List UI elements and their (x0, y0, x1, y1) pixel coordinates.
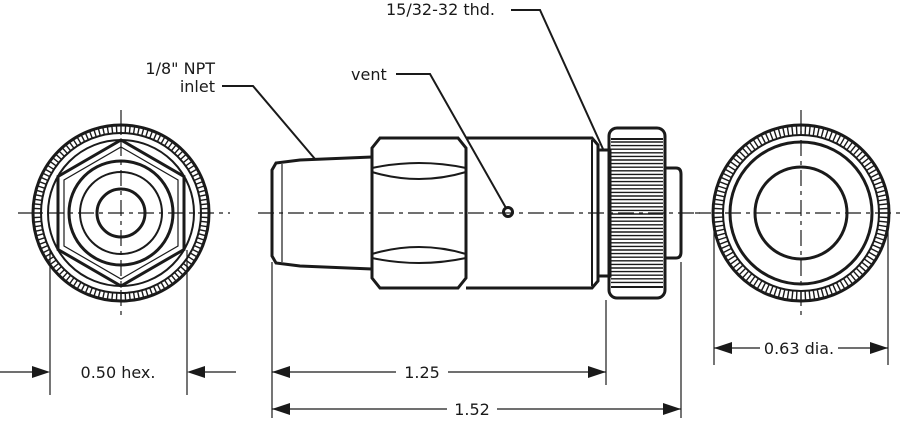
callouts: 1/8" NPT inlet vent 15/32-32 thd. (145, 0, 604, 209)
total-length-arrow-left (272, 403, 290, 415)
body-length-label: 1.25 (404, 363, 440, 382)
hex-flat-lower (371, 246, 467, 255)
right-end-view: 0.63 dia. (695, 110, 900, 365)
vent-callout: vent (351, 65, 387, 84)
left-end-view: 0.50 hex. (0, 110, 236, 395)
hex-flat-upper (371, 171, 467, 180)
thread-leader (511, 9, 604, 150)
hex-flat-bottom (371, 257, 467, 264)
vent-leader (396, 73, 507, 209)
dia-dimension-label: 0.63 dia. (764, 339, 834, 358)
total-length-label: 1.52 (454, 400, 490, 419)
inlet-leader (222, 85, 316, 160)
hex-inner-outline (63, 146, 179, 280)
knurled-nut-grooves (611, 141, 663, 284)
total-length-arrow-right (663, 403, 681, 415)
dia-arrow-right (870, 342, 888, 354)
body-length-arrow-left (272, 366, 290, 378)
hex-body-outline (370, 136, 468, 290)
body-length-arrow-right (588, 366, 606, 378)
vent-hole (502, 206, 514, 218)
inlet-callout-line1: 1/8" NPT (145, 59, 215, 78)
dia-arrow-left (714, 342, 732, 354)
hex-dimension-label: 0.50 hex. (81, 363, 156, 382)
hex-flat-top (371, 162, 467, 169)
hex-arrow-left (32, 366, 50, 378)
side-view: 1.25 1.52 (258, 126, 700, 419)
hex-arrow-right (187, 366, 205, 378)
inlet-callout-line2: inlet (180, 77, 215, 96)
thread-callout: 15/32-32 thd. (386, 0, 495, 19)
